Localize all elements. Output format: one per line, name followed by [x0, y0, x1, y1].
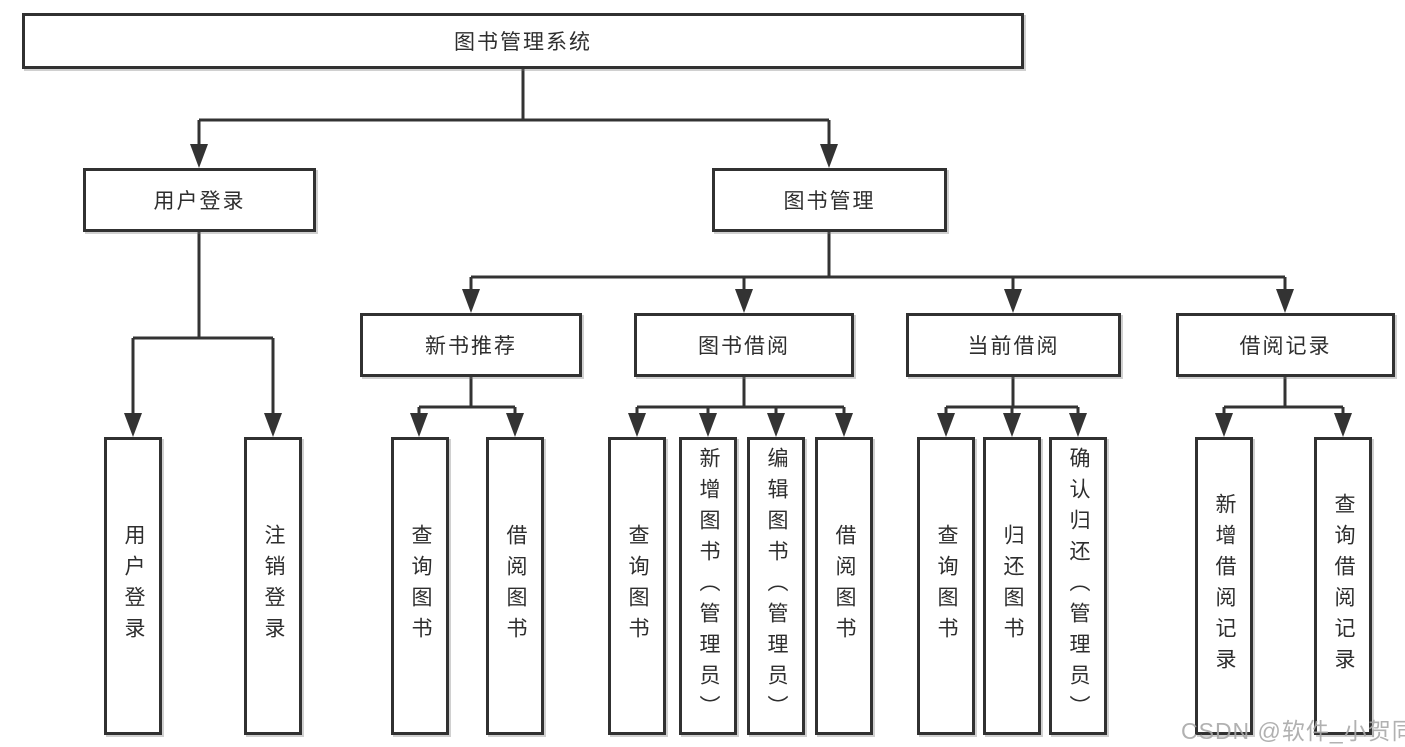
- leaf-confirm-return-admin: 确认归还（管理员）: [1049, 437, 1107, 735]
- connector-current-borrow-to-leaves: [937, 377, 1087, 437]
- connector-book-mgmt-to-sections: [462, 232, 1294, 313]
- leaf-query-books-recommend: 查询图书: [391, 437, 449, 735]
- leaf-add-borrow-record: 新增借阅记录: [1195, 437, 1253, 735]
- leaf-borrow-books: 借阅图书: [815, 437, 873, 735]
- connector-user-login-to-leaves: [124, 232, 282, 437]
- node-book-management: 图书管理: [712, 168, 947, 232]
- node-root-library-system: 图书管理系统: [22, 13, 1024, 69]
- leaf-query-borrow-record: 查询借阅记录: [1314, 437, 1372, 735]
- connector-root-to-branches: [190, 69, 838, 168]
- node-new-book-recommend: 新书推荐: [360, 313, 582, 377]
- node-user-login: 用户登录: [83, 168, 316, 232]
- leaf-return-books: 归还图书: [983, 437, 1041, 735]
- leaf-add-books-admin: 新增图书（管理员）: [679, 437, 737, 735]
- node-book-borrow: 图书借阅: [634, 313, 854, 377]
- node-current-borrow: 当前借阅: [906, 313, 1121, 377]
- leaf-logout: 注销登录: [244, 437, 302, 735]
- connector-borrow-records-to-leaves: [1215, 377, 1352, 437]
- connector-new-book-to-leaves: [410, 377, 524, 437]
- leaf-borrow-books-recommend: 借阅图书: [486, 437, 544, 735]
- leaf-query-books-current: 查询图书: [917, 437, 975, 735]
- leaf-edit-books-admin: 编辑图书（管理员）: [747, 437, 805, 735]
- connector-book-borrow-to-leaves: [628, 377, 853, 437]
- csdn-watermark: CSDN @软件_小贺同学: [1181, 718, 1405, 744]
- leaf-user-login: 用户登录: [104, 437, 162, 735]
- node-borrow-records: 借阅记录: [1176, 313, 1395, 377]
- leaf-query-books-borrow: 查询图书: [608, 437, 666, 735]
